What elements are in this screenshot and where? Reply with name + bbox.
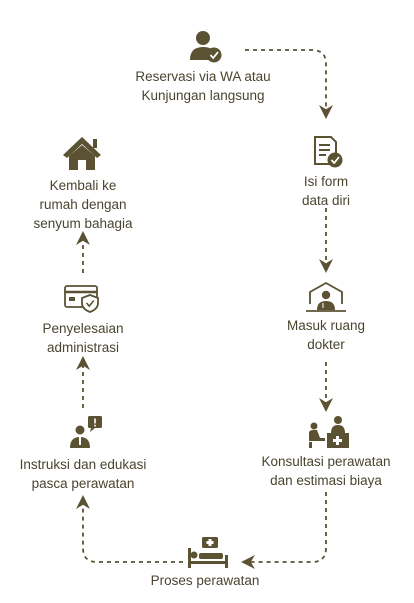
step-label-proses: Proses perawatan <box>150 573 260 588</box>
step-label-instruksi: Instruksi dan edukasi pasca perawatan <box>19 457 147 491</box>
form-check-icon <box>314 136 343 168</box>
patient-bed-icon <box>188 537 228 568</box>
step-label-reservasi: Reservasi via WA atau Kunjungan langsung <box>135 69 271 103</box>
connector-consult-to-process <box>241 492 327 569</box>
presenter-icon <box>70 416 102 448</box>
consultation-icon <box>309 416 349 448</box>
step-label-administrasi: Penyelesaian administrasi <box>42 321 124 355</box>
step-label-kembali: Kembali ke rumah dengan senyum bahagia <box>33 178 133 231</box>
step-label-konsultasi: Konsultasi perawatan dan estimasi biaya <box>261 454 391 488</box>
home-icon <box>63 137 101 170</box>
step-label-isi-form: Isi form data diri <box>301 174 351 208</box>
connector-reservasi-to-form <box>245 49 333 119</box>
doctor-room-icon <box>306 281 346 312</box>
card-shield-icon <box>64 285 99 313</box>
user-check-icon <box>190 31 222 63</box>
connector-process-to-instruction <box>76 495 183 563</box>
step-label-masuk-ruang: Masuk ruang dokter <box>286 318 366 352</box>
